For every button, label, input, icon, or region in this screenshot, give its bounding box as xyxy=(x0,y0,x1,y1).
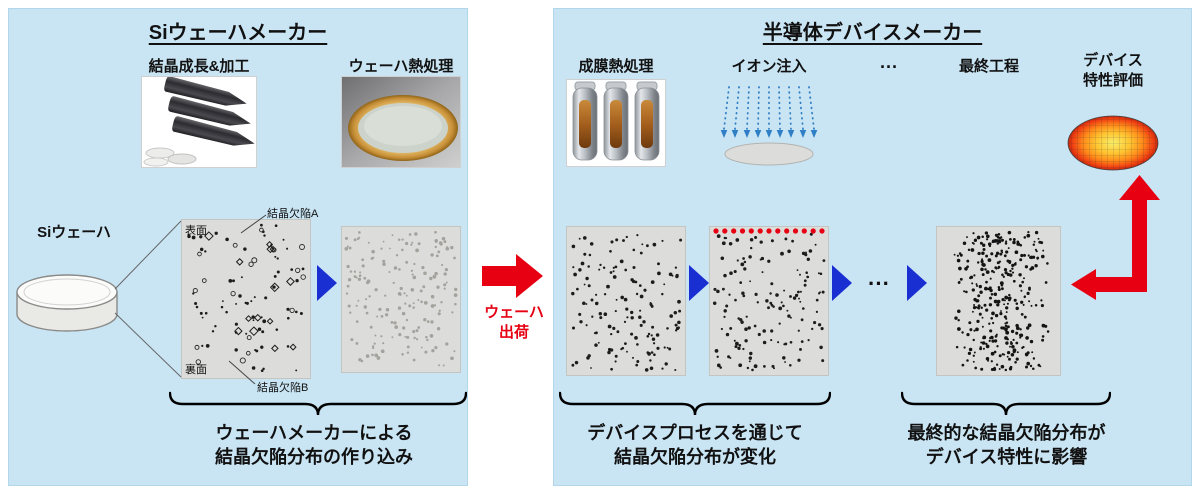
process-arrow-icon xyxy=(832,265,852,301)
si-wafer-3d-image xyxy=(11,254,121,344)
left-brace xyxy=(169,391,467,416)
wafer-shipment-arrow-icon xyxy=(482,254,543,298)
defect-b-label: 結晶欠陥B xyxy=(257,382,309,394)
device-eval-label-line2: 特性評価 xyxy=(1082,71,1143,89)
silicon-ingots-drawing xyxy=(142,77,256,167)
si-wafer-maker-panel: Siウェーハメーカー 結晶成長&加工 ウェーハ熱処理 xyxy=(8,8,468,486)
defect-map-after-implantation xyxy=(709,226,829,376)
si-wafer-3d-drawing xyxy=(16,274,118,332)
top-ellipsis: ··· xyxy=(880,57,898,77)
ion-implantation-image xyxy=(714,79,824,169)
step-wafer-anneal-label: ウェーハ熱処理 xyxy=(348,58,454,75)
furnace-drawing xyxy=(567,80,665,166)
final-caption-line1: 最終的な結晶欠陥分布が xyxy=(907,423,1106,443)
step-crystal-growth-label: 結晶成長&加工 xyxy=(148,58,250,75)
ion-implantation-drawing xyxy=(720,86,818,166)
defect-map-final xyxy=(936,226,1061,376)
wafer-shipment-label: ウェーハ 出荷 xyxy=(474,303,554,342)
defect-map-after-deposition xyxy=(566,226,686,376)
device-eval-label: デバイス 特性評価 xyxy=(1054,51,1172,90)
device-maker-panel: 半導体デバイスメーカー 成膜熱処理 イオン注入 ··· 最終工程 デバイス 特性… xyxy=(553,8,1192,486)
wafer-anneal-drawing xyxy=(342,77,460,167)
defect-a-label: 結晶欠陥A xyxy=(267,208,319,220)
furnace-image xyxy=(566,79,666,167)
back-surface-label: 裏面 xyxy=(185,364,207,376)
front-surface-label: 表面 xyxy=(185,225,207,237)
wafer-anneal-image xyxy=(341,76,461,168)
process-caption-line1: デバイスプロセスを通じて xyxy=(587,423,803,443)
device-eval-label-line1: デバイス xyxy=(1083,52,1143,69)
process-arrow-icon xyxy=(689,265,709,301)
defect-map-initial xyxy=(181,219,311,379)
step-final-process-label: 最終工程 xyxy=(958,58,1019,75)
left-caption: ウェーハメーカーによる 結晶欠陥分布の作り込み xyxy=(164,421,464,470)
wafer-shipment-line1: ウェーハ xyxy=(484,304,544,321)
defect-map-after-anneal xyxy=(341,226,461,373)
final-caption-line2: デバイス特性に影響 xyxy=(925,447,1088,468)
left-panel-title: Siウェーハメーカー xyxy=(148,22,328,44)
silicon-ingots-image xyxy=(141,76,257,168)
process-caption-line2: 結晶欠陥分布が変化 xyxy=(614,447,776,468)
step-deposition-anneal-label: 成膜熱処理 xyxy=(578,58,654,75)
process-arrow-icon xyxy=(317,265,337,301)
step-ion-implantation-label: イオン注入 xyxy=(731,58,807,75)
process-arrow-icon xyxy=(907,265,927,301)
final-caption: 最終的な結晶欠陥分布が デバイス特性に影響 xyxy=(884,421,1129,470)
left-caption-line2: 結晶欠陥分布の作り込み xyxy=(215,447,413,468)
device-eval-wafer-image xyxy=(1065,113,1161,173)
left-caption-line1: ウェーハメーカーによる xyxy=(215,423,413,443)
si-wafer-label: Siウェーハ xyxy=(37,224,111,241)
wafer-shipment-line2: 出荷 xyxy=(498,323,529,341)
device-eval-wafer-drawing xyxy=(1067,115,1159,171)
process-brace xyxy=(559,391,831,416)
process-caption: デバイスプロセスを通じて 結晶欠陥分布が変化 xyxy=(555,421,835,470)
right-panel-title: 半導体デバイスメーカー xyxy=(762,22,983,44)
impact-arrow-icon xyxy=(1071,175,1160,300)
mid-ellipsis: ··· xyxy=(868,271,890,296)
final-brace xyxy=(901,391,1111,416)
